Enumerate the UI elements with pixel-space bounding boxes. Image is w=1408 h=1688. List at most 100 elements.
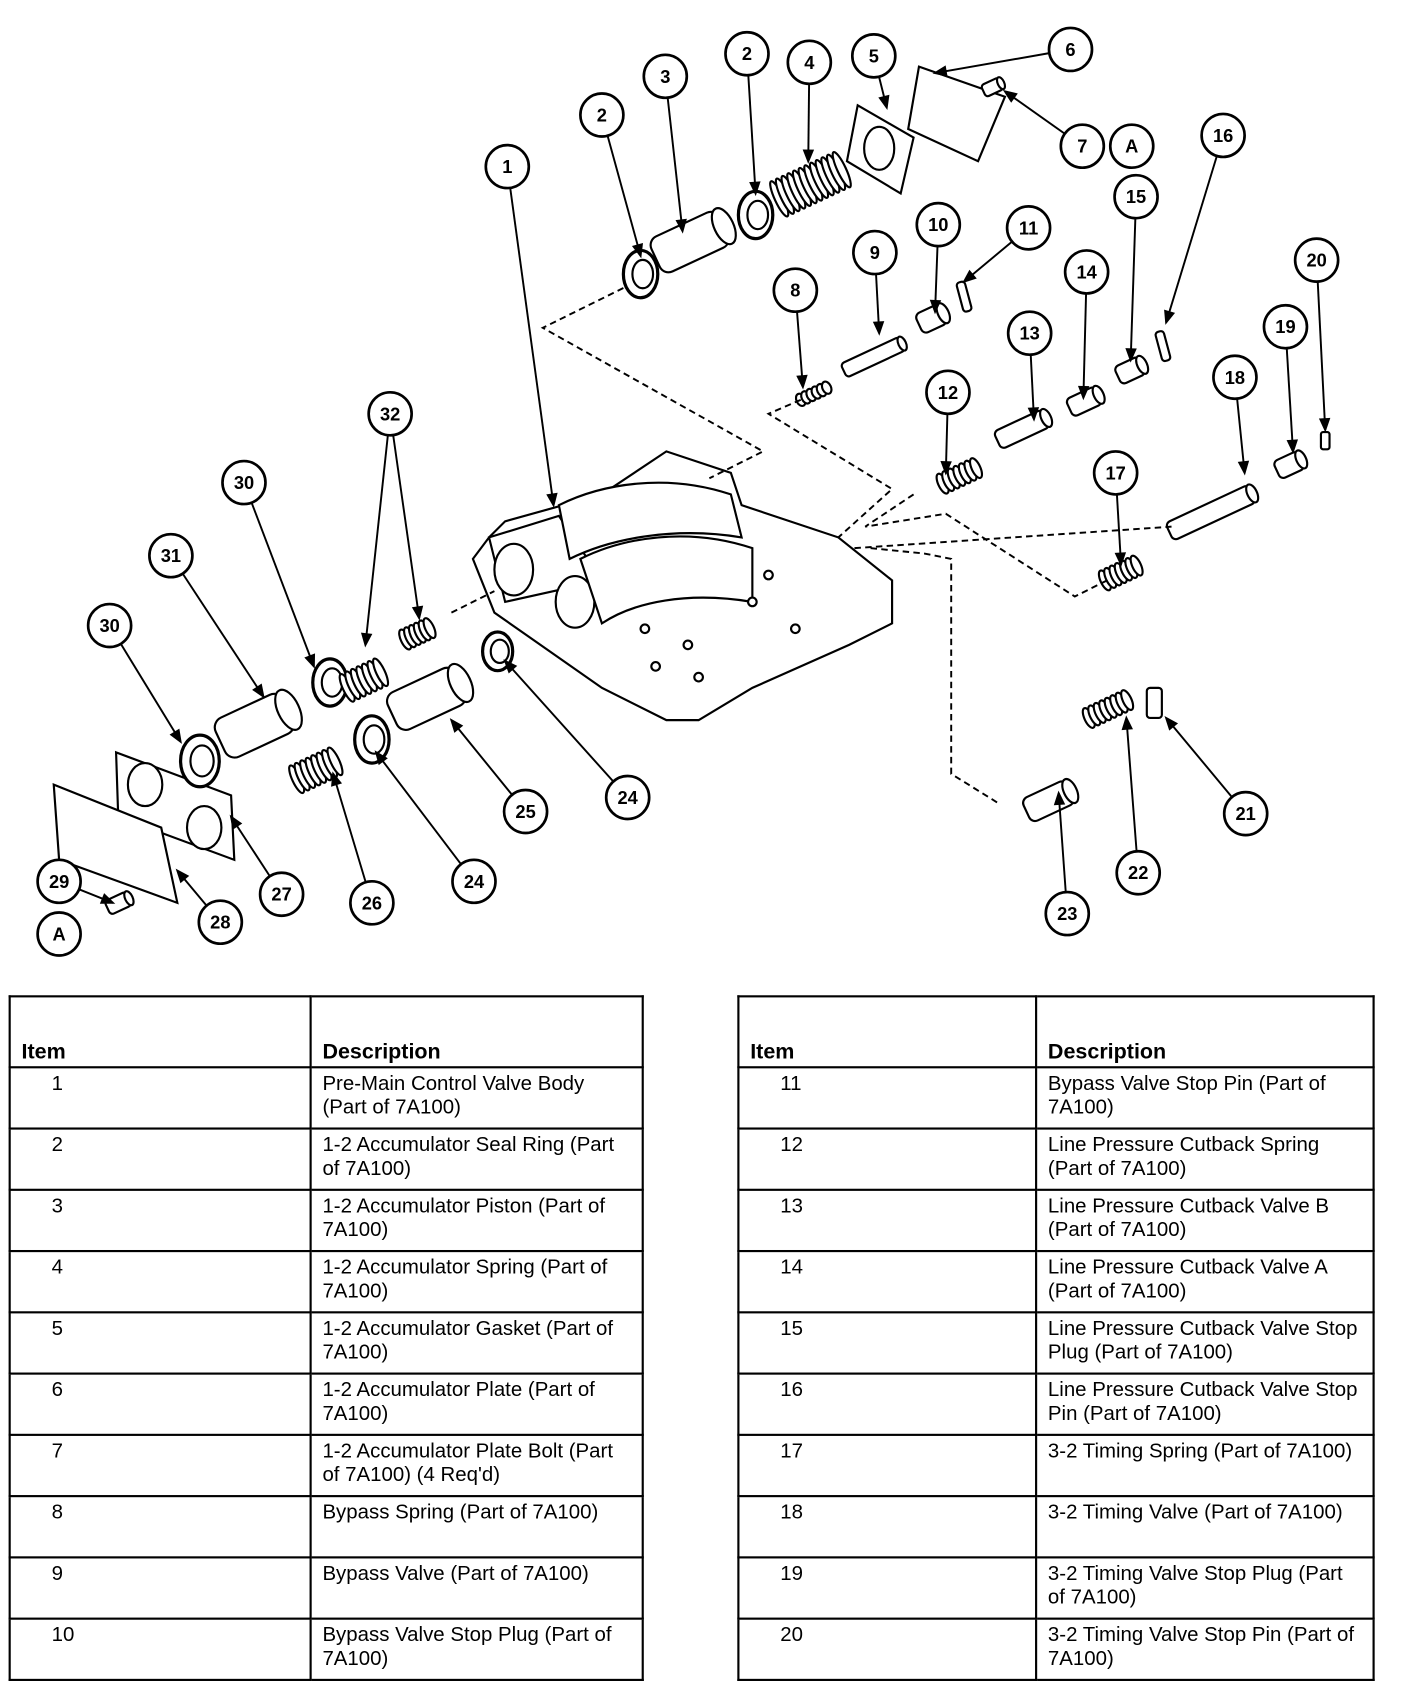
callout-11: 11 — [1005, 205, 1052, 251]
item-number: 16 — [737, 1372, 1038, 1436]
item-description: Line Pressure Cutback Valve A (Part of 7… — [1035, 1249, 1375, 1314]
seal-ring — [178, 733, 221, 789]
item-number: 17 — [737, 1433, 1038, 1498]
arrowhead — [878, 94, 890, 111]
item-description: Bypass Valve (Part of 7A100) — [309, 1556, 644, 1620]
callout-label: 14 — [1076, 261, 1097, 282]
item-number: 10 — [8, 1617, 312, 1681]
arrowhead — [1237, 460, 1250, 476]
arrowhead — [503, 659, 518, 674]
leader-line — [375, 751, 462, 865]
leader-line — [364, 435, 389, 645]
callout-3: 3 — [642, 53, 689, 100]
item-number: 9 — [8, 1556, 312, 1620]
item-number: 18 — [737, 1495, 1038, 1559]
bolt — [980, 76, 1007, 98]
callout-label: 1 — [502, 156, 512, 177]
callout-label: 30 — [99, 615, 119, 636]
callout-label: 30 — [234, 472, 254, 493]
stop-pin — [1154, 330, 1172, 363]
callout-label: 29 — [49, 871, 69, 892]
callout-label: A — [1125, 136, 1138, 157]
callout-2: 2 — [579, 92, 625, 138]
accumulator-plate — [907, 65, 1007, 163]
item-description: Bypass Valve Stop Pin (Part of 7A100) — [1035, 1066, 1375, 1130]
arrowhead — [331, 771, 343, 787]
item-number: 3 — [8, 1188, 312, 1253]
arrowhead — [175, 868, 190, 884]
callout-label: 2 — [597, 105, 607, 126]
cutback-valve-b — [993, 407, 1054, 449]
arrowhead — [962, 269, 977, 284]
callout-17: 17 — [1092, 450, 1139, 496]
plate — [52, 782, 179, 905]
item-number: 19 — [737, 1556, 1038, 1620]
item-number: 7 — [8, 1433, 312, 1498]
arrowhead — [411, 605, 424, 621]
leader-line — [120, 643, 182, 743]
arrowhead — [449, 718, 464, 733]
arrowhead — [1053, 790, 1066, 806]
callout-label: 24 — [464, 871, 485, 892]
bypass-spring — [794, 380, 833, 408]
accumulator-piston — [385, 662, 475, 731]
item-number: 20 — [737, 1617, 1038, 1681]
callout-24: 24 — [451, 858, 497, 905]
callout-label: 9 — [870, 242, 880, 263]
leader-line — [1125, 717, 1138, 852]
leader-line — [181, 573, 265, 698]
item-number: 6 — [8, 1372, 312, 1436]
callout-label: A — [53, 924, 66, 945]
arrowhead — [374, 750, 388, 766]
callout-22: 22 — [1115, 849, 1162, 896]
callout-14: 14 — [1063, 249, 1110, 295]
callout-label: 11 — [1019, 217, 1038, 238]
item-description: Bypass Spring (Part of 7A100) — [309, 1495, 644, 1559]
callout-label: 31 — [161, 545, 181, 566]
callout-26: 26 — [349, 879, 395, 926]
leader-line — [450, 719, 513, 796]
item-number: 2 — [8, 1127, 312, 1191]
leader-line — [1082, 293, 1088, 398]
arrowhead — [929, 299, 942, 315]
callout-label: 7 — [1077, 136, 1087, 157]
seal-ring — [353, 714, 391, 765]
callout-label: 32 — [380, 403, 400, 424]
leader-line — [1236, 398, 1246, 474]
timing-valve — [1165, 483, 1260, 541]
retainer — [1145, 686, 1163, 720]
timing-spring — [1097, 554, 1144, 592]
callout-label: 19 — [1275, 316, 1295, 337]
callout-label: 21 — [1236, 803, 1256, 824]
callout-18: 18 — [1212, 354, 1258, 401]
spring — [338, 657, 390, 703]
callout-label: 25 — [515, 801, 535, 822]
item-number: 14 — [737, 1249, 1038, 1314]
accumulator-spring — [769, 150, 852, 218]
item-description: 3-2 Timing Valve Stop Pin (Part of 7A100… — [1035, 1617, 1375, 1681]
arrowhead — [99, 893, 116, 904]
callout-20: 20 — [1293, 237, 1340, 283]
leader-line — [1129, 218, 1137, 361]
assembly-line — [450, 287, 1172, 805]
arrowhead — [932, 65, 948, 77]
callout-24: 24 — [604, 774, 651, 821]
callout-label: 26 — [362, 892, 382, 913]
callout-30: 30 — [221, 459, 267, 506]
leader-line — [796, 311, 804, 388]
item-description: 3-2 Timing Valve (Part of 7A100) — [1035, 1495, 1375, 1559]
callout-30: 30 — [86, 602, 133, 649]
callout-10: 10 — [915, 201, 962, 248]
column-header-item: Item — [737, 995, 1038, 1069]
arrowhead — [1114, 552, 1127, 567]
